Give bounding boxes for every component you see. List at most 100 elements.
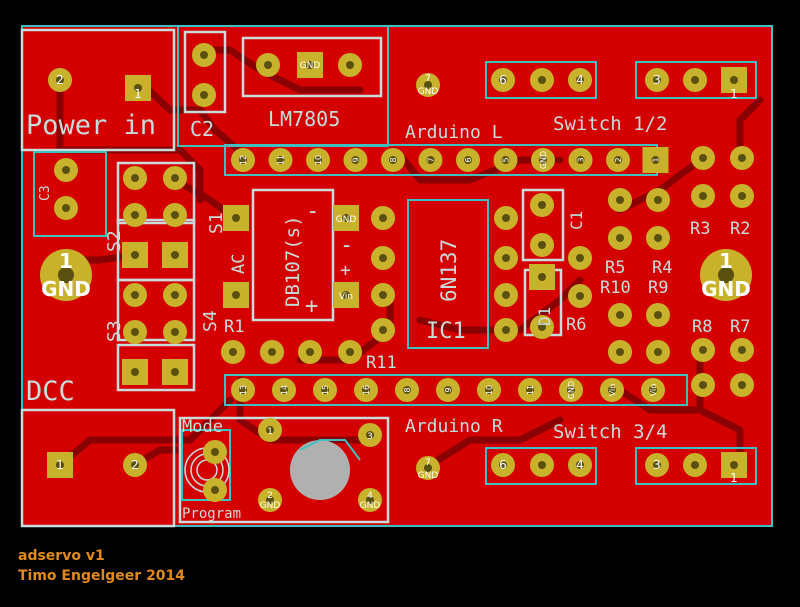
servo-pad bbox=[163, 320, 187, 344]
pad-c1-2 bbox=[530, 233, 554, 257]
pad-r3-2 bbox=[691, 184, 715, 208]
pad-r7-1 bbox=[730, 338, 754, 362]
pad-r4-1 bbox=[646, 188, 670, 212]
servo-pad bbox=[123, 166, 147, 190]
bottom-header-pin-label: 13 bbox=[239, 385, 248, 395]
r8-label: R8 bbox=[692, 317, 712, 337]
arduino-l-label: Arduino L bbox=[405, 122, 503, 143]
pad-dcc-2-num: 2 bbox=[131, 458, 139, 472]
db107-vin-text: Vin bbox=[339, 292, 353, 302]
mode-switch-knob[interactable] bbox=[290, 440, 350, 500]
pad-power-2-num: 2 bbox=[56, 73, 64, 87]
mode-switch-traces bbox=[299, 439, 361, 461]
pad-6-top-num: 6 bbox=[499, 73, 507, 87]
top-header-pin-label: 5 bbox=[502, 157, 511, 162]
servo-pad bbox=[122, 359, 148, 385]
pad-c2-2 bbox=[192, 83, 216, 107]
pad-r9-2 bbox=[646, 340, 670, 364]
board-title: adservo v1 bbox=[18, 548, 105, 564]
bottom-header-pin-label: Vin bbox=[608, 384, 617, 397]
pad-3-bottom-num: 3 bbox=[653, 458, 661, 472]
r10-label: R10 bbox=[600, 278, 631, 298]
pad-reg-vo bbox=[256, 53, 280, 77]
servo-pad bbox=[162, 359, 188, 385]
pad-reg-vi bbox=[338, 53, 362, 77]
c3-label: C3 bbox=[38, 185, 53, 201]
pad-6-bottom-num: 6 bbox=[499, 458, 507, 472]
pad-5-top bbox=[530, 68, 554, 92]
top-header-pin-label: 9 bbox=[352, 157, 361, 162]
servo-pad bbox=[123, 283, 147, 307]
mode-3-num: 3 bbox=[367, 432, 373, 442]
top-header-pin-label: 3 bbox=[577, 157, 586, 162]
top-header-pin-label: 11 bbox=[277, 155, 286, 165]
mode-2-num: 2 bbox=[267, 491, 273, 501]
lm7805-label: LM7805 bbox=[268, 107, 340, 131]
r11-label: R11 bbox=[366, 353, 397, 373]
pad-r6-1 bbox=[568, 246, 592, 270]
bottom-header-pin-label: 14 bbox=[280, 385, 289, 395]
pad-7-bottom-gnd: GND bbox=[418, 471, 439, 481]
pad-5-bottom bbox=[530, 453, 554, 477]
pad-ic-b bbox=[371, 246, 395, 270]
r3-label: R3 bbox=[690, 219, 710, 239]
servo-pad bbox=[123, 320, 147, 344]
pad-r2-1 bbox=[730, 146, 754, 170]
mode-4-num: 4 bbox=[367, 491, 373, 501]
top-header-pin-label: 12 bbox=[239, 155, 248, 165]
silkscreen-outlines bbox=[20, 28, 565, 528]
switch-12-label: Switch 1/2 bbox=[553, 113, 667, 135]
top-header-pin-label: 2 bbox=[614, 157, 623, 162]
d1-label: D1 bbox=[535, 307, 554, 326]
pad-ic-c bbox=[371, 283, 395, 307]
pad-dcc-1-num: 1 bbox=[56, 458, 64, 472]
pad-4-bottom-num: 4 bbox=[576, 458, 584, 472]
s2-label: S2 bbox=[104, 230, 125, 252]
pad-r3-1 bbox=[691, 146, 715, 170]
pad-r9-1 bbox=[646, 303, 670, 327]
pad-r8-2 bbox=[691, 373, 715, 397]
c1-label: C1 bbox=[567, 211, 586, 230]
pad-2-top bbox=[683, 68, 707, 92]
program-label: Program bbox=[182, 506, 241, 522]
servo-pad bbox=[163, 166, 187, 190]
top-header-pin-label: 6 bbox=[464, 157, 473, 162]
bottom-header-pin-label: Vin bbox=[649, 384, 658, 397]
mode-1-num: 1 bbox=[267, 427, 273, 437]
pad-r8-1 bbox=[691, 338, 715, 362]
mode-4-gnd: GND bbox=[360, 501, 381, 511]
top-header-pin-label: 8 bbox=[389, 157, 398, 162]
pad-r10-1 bbox=[608, 303, 632, 327]
pad-led-1 bbox=[203, 440, 227, 464]
pad-ic-e bbox=[494, 206, 518, 230]
arduino-r-label: Arduino R bbox=[405, 416, 503, 437]
r1-label: R1 bbox=[224, 317, 244, 337]
pad-1-bottom-num: 1 bbox=[730, 471, 738, 485]
db107-label: DB107(s) bbox=[282, 215, 304, 307]
pad-ic-f bbox=[494, 246, 518, 270]
6n137-label: 6N137 bbox=[437, 239, 461, 302]
bottom-header-pin-label: 11 bbox=[526, 385, 535, 395]
pad-r6-2 bbox=[568, 284, 592, 308]
pad-ac-2 bbox=[223, 282, 249, 308]
servo-pad bbox=[122, 242, 148, 268]
power-in-label: Power in bbox=[26, 110, 156, 141]
ac-label: AC bbox=[229, 254, 249, 274]
s1-label: S1 bbox=[206, 212, 227, 234]
pad-r7-2 bbox=[730, 373, 754, 397]
r6-label: R6 bbox=[566, 315, 586, 335]
r5-label: R5 bbox=[605, 258, 625, 278]
pad-7-top-num: 7 bbox=[425, 74, 431, 84]
mount-left-gnd: GND bbox=[41, 277, 91, 301]
pad-ic-h bbox=[494, 318, 518, 342]
pad-c3-2 bbox=[54, 196, 78, 220]
top-header-pin-label: GND bbox=[539, 151, 548, 169]
switch-34-label: Switch 3/4 bbox=[553, 421, 667, 443]
mode-2-gnd: GND bbox=[260, 501, 281, 511]
pad-2-bottom bbox=[683, 453, 707, 477]
ic1-label: IC1 bbox=[426, 319, 466, 344]
board-credits: Timo Engelgeer 2014 bbox=[18, 568, 186, 584]
mount-right-num: 1 bbox=[719, 249, 733, 273]
